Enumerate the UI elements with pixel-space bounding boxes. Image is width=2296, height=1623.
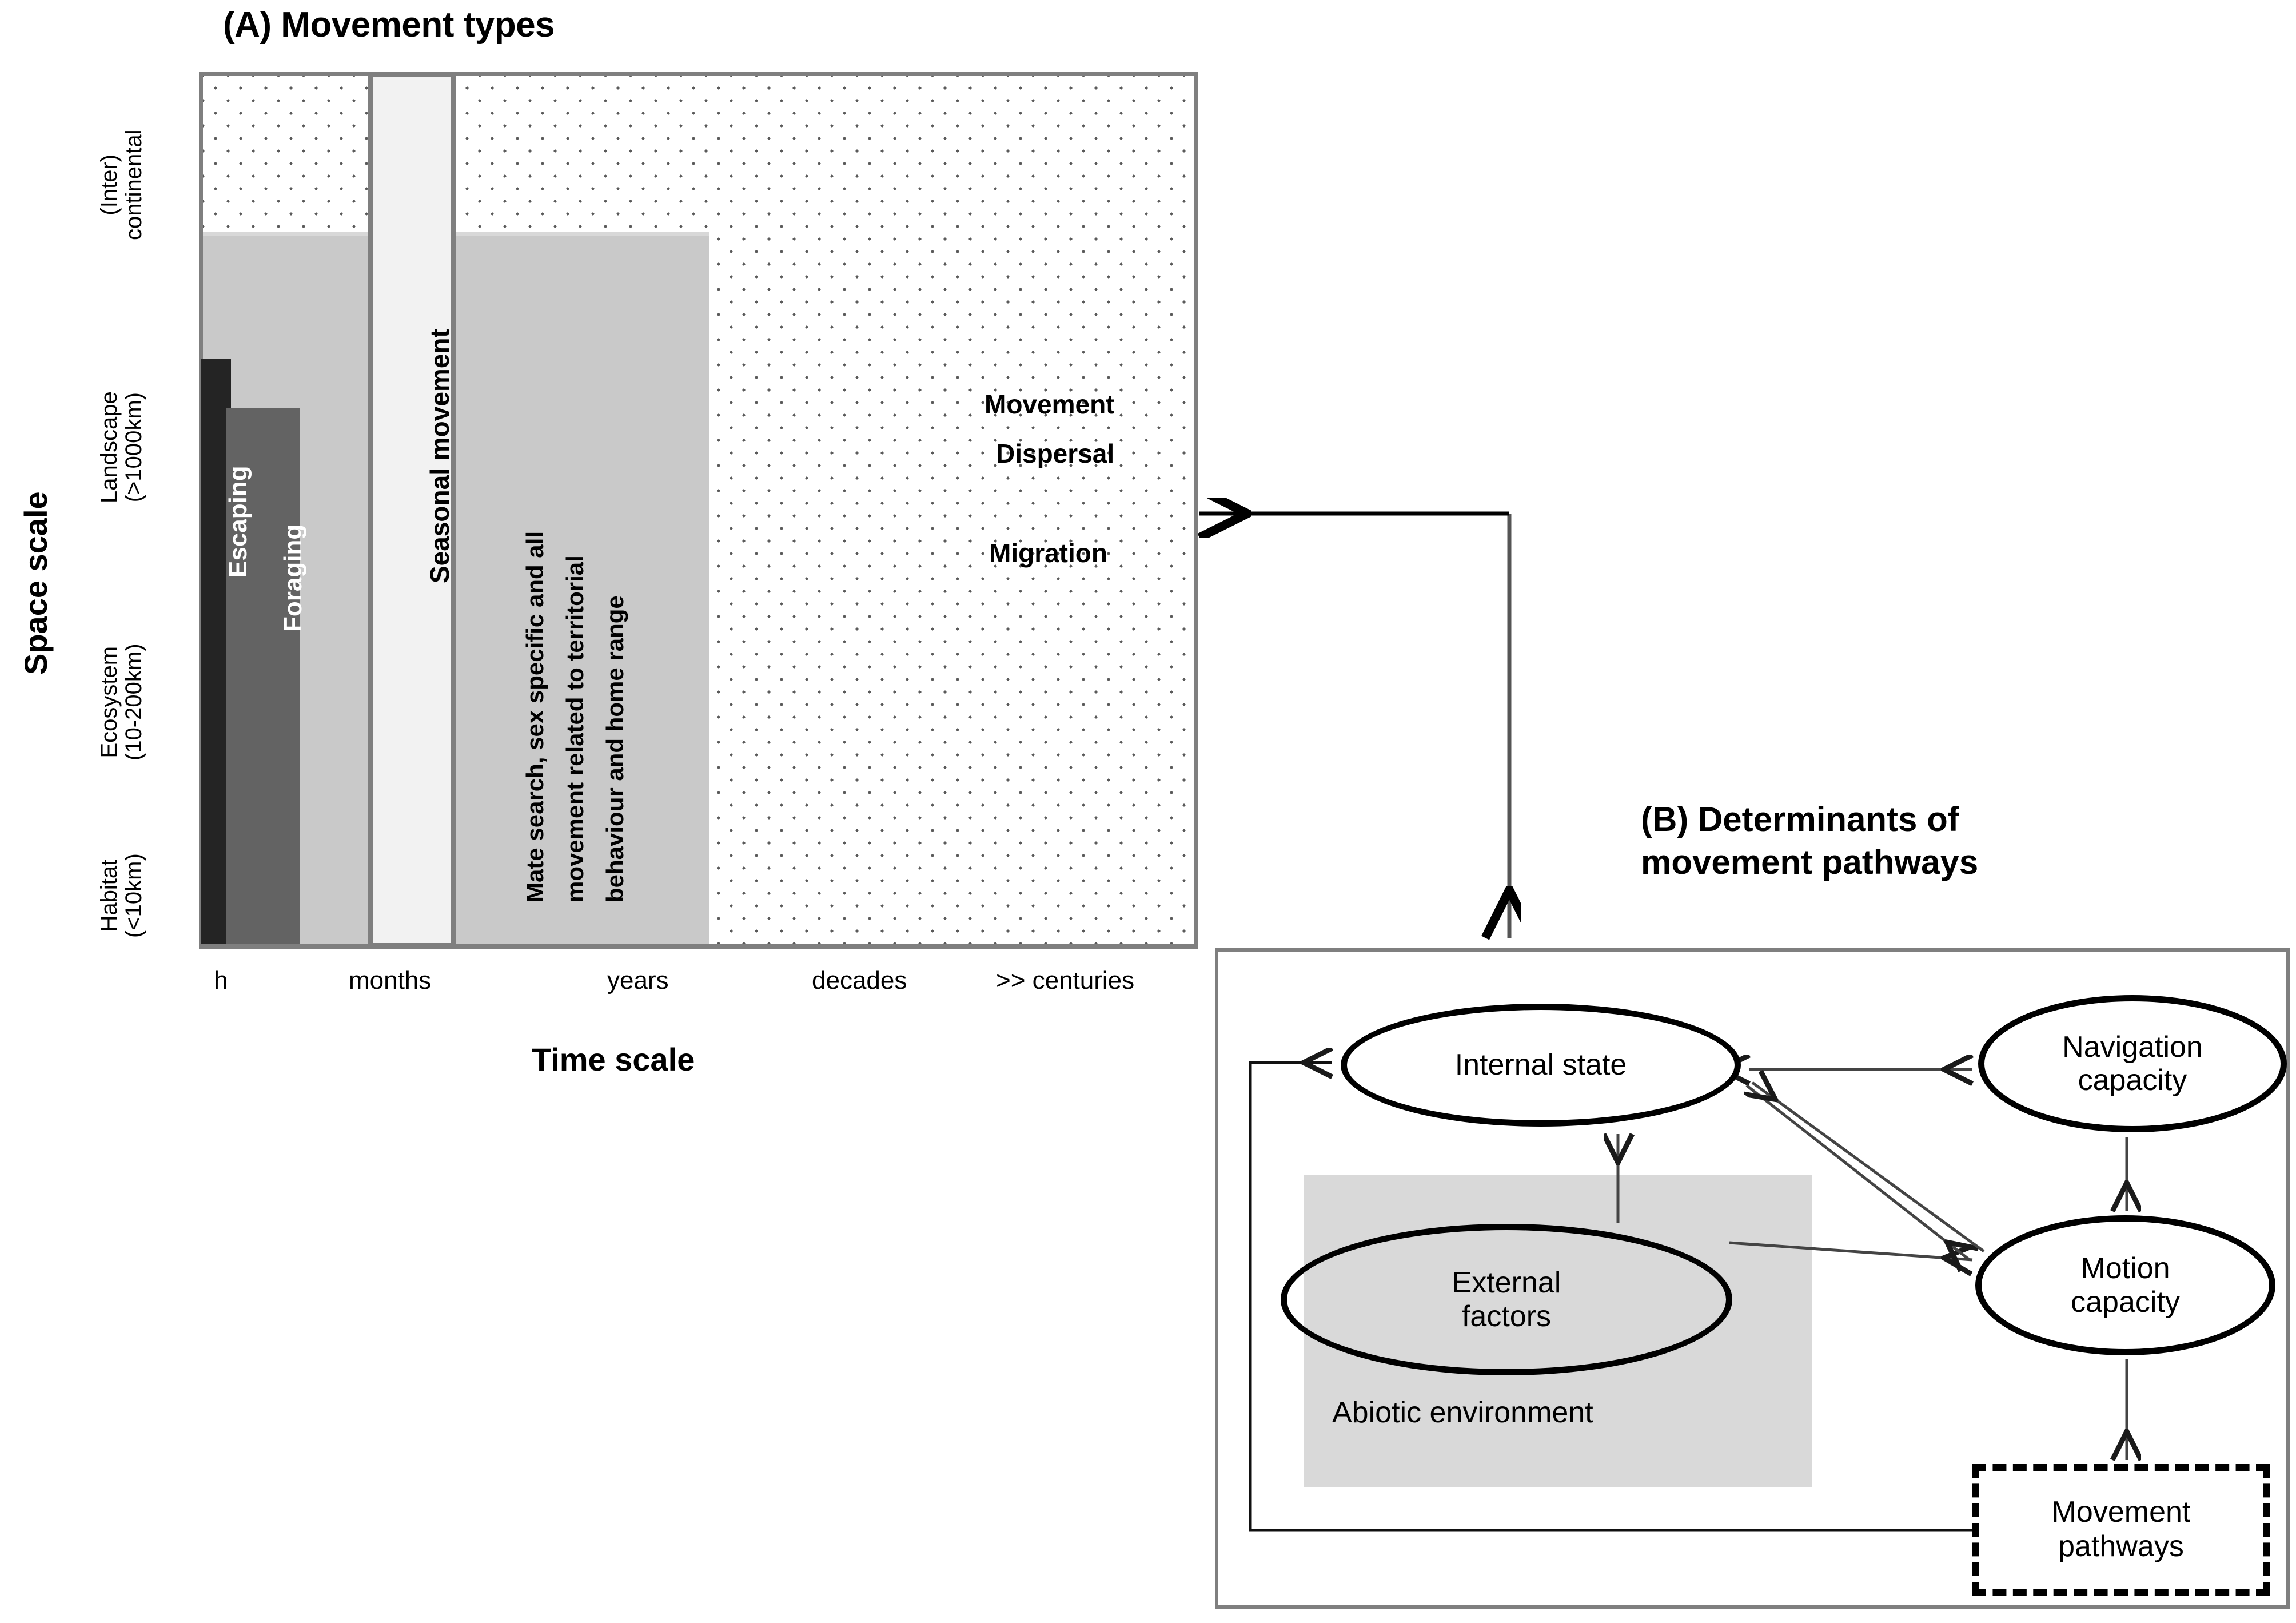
node-movement-pathways-line1: Movement: [2051, 1495, 2191, 1529]
y-tick-landscape: Landscape (>1000km): [97, 391, 146, 503]
y-tick-landscape-line1: Landscape: [97, 391, 122, 503]
bar-escaping: [201, 359, 231, 944]
node-movement-pathways-line2: pathways: [2058, 1530, 2184, 1563]
mate-search-band-highlight: [203, 232, 709, 237]
y-tick-habitat: Habitat (<10km): [97, 853, 146, 938]
node-external-factors-line2: factors: [1461, 1299, 1552, 1333]
node-navigation-capacity-label: Navigation capacity: [2062, 1031, 2203, 1097]
bar-label-mate-search-line3: behaviour and home range: [601, 595, 628, 902]
panel-b-title: (B) Determinants of movement pathways: [1641, 798, 1978, 884]
panel-a-to-b-connector-arrow: [1189, 498, 1521, 955]
x-tick-decades: decades: [812, 966, 907, 995]
node-navigation-capacity-line1: Navigation: [2062, 1030, 2203, 1064]
node-external-factors-line1: External: [1452, 1266, 1561, 1300]
abiotic-environment-label: Abiotic environment: [1332, 1396, 1593, 1429]
y-tick-ecosystem-line2: (10-200km): [121, 643, 147, 761]
x-tick-years: years: [607, 966, 669, 995]
bar-label-mate-search-line2: movement related to territorial: [561, 555, 588, 902]
y-tick-ecosystem: Ecosystem (10-200km): [97, 643, 146, 761]
y-axis-title: Space scale: [18, 491, 54, 675]
node-motion-capacity-line1: Motion: [2080, 1252, 2170, 1286]
annotation-dispersal: Dispersal: [996, 439, 1115, 468]
node-navigation-capacity[interactable]: Navigation capacity: [1978, 995, 2287, 1132]
x-tick-months: months: [349, 966, 432, 995]
node-internal-state[interactable]: Internal state: [1341, 1004, 1741, 1127]
node-internal-state-label: Internal state: [1454, 1048, 1627, 1082]
node-navigation-capacity-line2: capacity: [2078, 1064, 2187, 1097]
y-tick-inter-continental-line2: continental: [121, 129, 147, 240]
y-tick-habitat-line2: (<10km): [121, 853, 147, 938]
node-external-factors[interactable]: External factors: [1281, 1224, 1732, 1375]
node-movement-pathways[interactable]: Movement pathways: [1972, 1464, 2270, 1596]
node-motion-capacity[interactable]: Motion capacity: [1975, 1215, 2275, 1355]
annotation-migration: Migration: [989, 538, 1107, 568]
node-external-factors-label: External factors: [1452, 1266, 1561, 1332]
bar-label-mate-search-line1: Mate search, sex specific and all: [521, 531, 548, 902]
bar-foraging: [226, 408, 300, 944]
y-tick-landscape-line2: (>1000km): [121, 392, 147, 503]
y-tick-habitat-line1: Habitat: [97, 859, 122, 932]
bar-label-foraging: Foraging: [279, 524, 307, 632]
panel-a-title: (A) Movement types: [223, 5, 555, 45]
bar-label-seasonal-movement: Seasonal movement: [425, 329, 455, 583]
bar-seasonal-movement: [373, 77, 451, 943]
plot-bottom-axis: [199, 944, 1198, 949]
y-tick-inter-continental: (Inter) continental: [97, 130, 146, 240]
node-motion-capacity-label: Motion capacity: [2071, 1252, 2180, 1318]
panel-b-title-line2: movement pathways: [1641, 843, 1979, 881]
y-tick-inter-continental-line1: (Inter): [97, 154, 122, 216]
node-movement-pathways-label: Movement pathways: [2052, 1495, 2191, 1564]
panel-b-title-line1: (B) Determinants of: [1641, 800, 1959, 838]
bar-label-escaping: Escaping: [224, 466, 252, 578]
plot-right-border: [1194, 75, 1198, 944]
x-axis-title: Time scale: [532, 1041, 695, 1077]
node-motion-capacity-line2: capacity: [2071, 1285, 2180, 1319]
annotation-movement: Movement: [984, 389, 1115, 419]
plot-top-border: [199, 72, 1198, 76]
plot-left-axis: [199, 75, 203, 944]
y-tick-ecosystem-line1: Ecosystem: [97, 646, 122, 758]
x-tick-hours: h: [214, 966, 228, 995]
x-tick-centuries: >> centuries: [996, 966, 1135, 995]
